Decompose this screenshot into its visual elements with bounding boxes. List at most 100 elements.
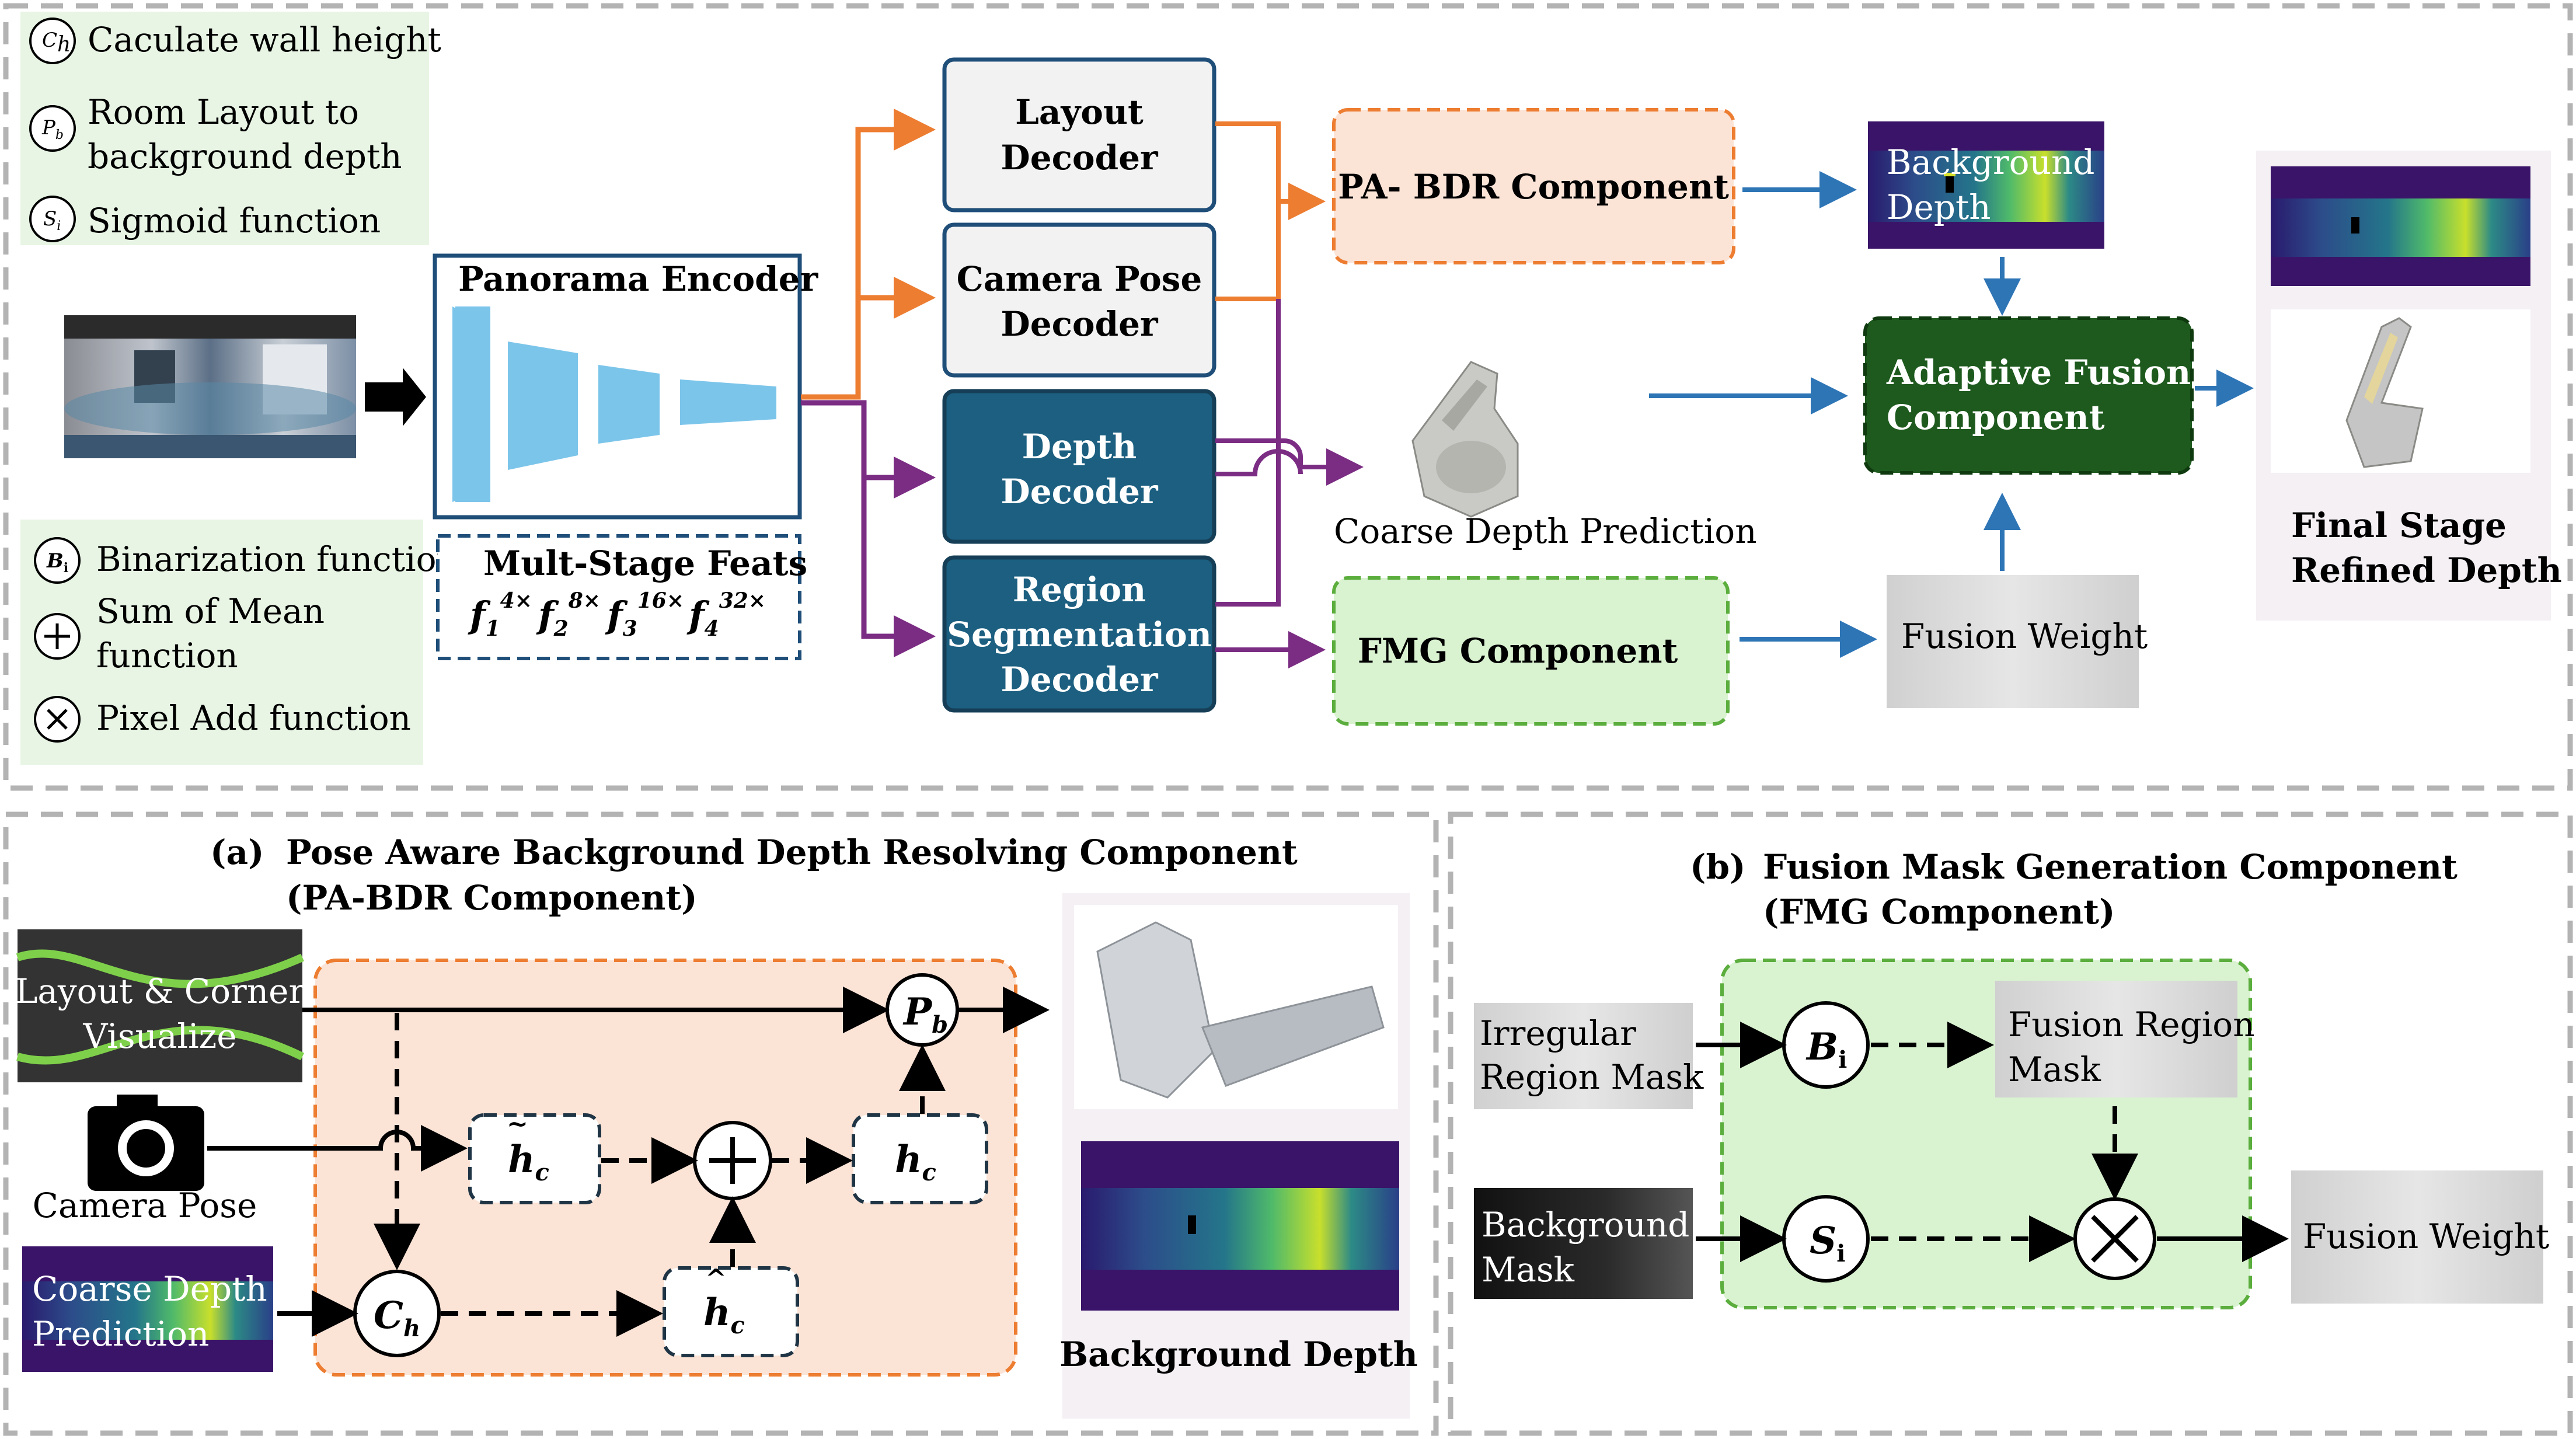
hhat-box: [663, 1266, 799, 1357]
legend-pb-label-2: background depth: [88, 137, 402, 176]
coarse-thumb-line2: Prediction: [32, 1314, 209, 1354]
panel-a-tag: (a): [210, 832, 264, 872]
encoder-trap-4: [680, 379, 776, 425]
htilde-box: [468, 1113, 601, 1204]
si-symbol-icon: [29, 196, 76, 242]
svg-text:^: ^: [705, 1264, 727, 1294]
orange-branch: [801, 109, 936, 400]
camera-icon: [88, 1095, 204, 1191]
background-depth-image: [1868, 121, 2104, 249]
legend-si-label: Sigmoid function: [88, 201, 381, 241]
panel-a-border: [3, 811, 1439, 1436]
adaptive-fusion-line1: Adaptive Fusion: [1886, 353, 2191, 392]
panel-b-title-1: Fusion Mask Generation Component: [1763, 847, 2458, 887]
depth-to-coarse-2: [1215, 449, 1303, 476]
top-panel-border: [3, 3, 2573, 791]
final-3d-image: [2271, 309, 2530, 473]
background-depth-label-2: Depth: [1887, 187, 1991, 227]
irregular-mask-image: [1474, 1003, 1693, 1109]
legend-ch-label: Caculate wall height: [88, 20, 441, 60]
layout-corner-line1: Layout & Corner: [15, 971, 305, 1011]
bg-3d-image: [1074, 905, 1398, 1109]
legend-bottom-bg: [20, 520, 423, 765]
region-decoder-box: [942, 555, 1216, 713]
fusion-region-mask-image: [1995, 981, 2237, 1097]
legend-bi: Bi Binarization function: [34, 537, 458, 584]
region-purple-up: [1215, 299, 1281, 607]
legend-bi-label: Binarization function: [96, 539, 458, 579]
pabdr-label: PA- BDR Component: [1338, 167, 1729, 207]
input-panorama-image: [64, 315, 356, 458]
feats-box: [436, 534, 801, 660]
panel-a-title-2: (PA-BDR Component): [286, 878, 698, 918]
hc-box: [852, 1113, 988, 1204]
coarse-depth-label: Coarse Depth Prediction: [1334, 511, 1757, 551]
final-stage-line2: Refined Depth: [2291, 550, 2562, 590]
fusion-region-line1: Fusion Region: [2008, 1005, 2255, 1044]
legend-sum: Sum of Mean function: [34, 591, 325, 675]
purple-branch: [801, 400, 936, 657]
depth-decoder-line2: Decoder: [1001, 472, 1159, 511]
background-mask-image: [1474, 1188, 1693, 1299]
coarse-thumb-line1: Coarse Depth: [32, 1269, 267, 1309]
adaptive-fusion-line2: Component: [1887, 398, 2105, 437]
legend-sum-label-2: function: [96, 636, 238, 675]
input-arrow: [365, 368, 426, 426]
legend-pb-label-1: Room Layout to: [88, 92, 359, 132]
fusion-region-line2: Mask: [2008, 1050, 2101, 1089]
coarse-depth-thumb: [22, 1246, 273, 1372]
layout-corner-image: [16, 929, 305, 1082]
adaptive-fusion-box: [1863, 316, 2194, 475]
region-decoder-line2: Segmentation: [947, 615, 1212, 654]
camera-pose-label: Camera Pose: [33, 1186, 257, 1225]
fusion-weight-b-image: [2291, 1170, 2543, 1304]
layout-corner-line2: Visualize: [82, 1016, 236, 1056]
encoder-trap-1: [452, 306, 490, 502]
fmg-box: [1332, 576, 1730, 726]
depth-decoder-box: [942, 389, 1216, 544]
panel-b-tag: (b): [1690, 847, 1745, 887]
legend-top-bg: [20, 12, 429, 245]
legend-pixel-add: Pixel Add function: [34, 696, 411, 743]
layout-to-pabdr: [1215, 121, 1281, 301]
camera-decoder-line2: Decoder: [1001, 304, 1159, 344]
encoder-title: Panorama Encoder: [458, 259, 819, 299]
legend-pb: Pb Room Layout to background depth: [29, 92, 402, 176]
camera-decoder-line1: Camera Pose: [957, 259, 1202, 299]
bg-depth-image: [1081, 1141, 1399, 1311]
camera-arrow: [207, 1125, 468, 1172]
encoder-trap-3: [598, 365, 660, 444]
final-stage-line1: Final Stage: [2291, 506, 2507, 545]
fusion-weight-label: Fusion Weight: [1901, 616, 2148, 656]
background-mask-line1: Background: [1482, 1205, 1689, 1245]
camera-decoder-box: [942, 222, 1216, 378]
background-mask-line2: Mask: [1482, 1250, 1575, 1290]
region-decoder-line3: Decoder: [1001, 660, 1159, 699]
feats-title: Mult-Stage Feats: [483, 543, 807, 583]
layout-decoder-box: [942, 57, 1216, 212]
layout-decoder-line1: Layout: [1015, 92, 1144, 132]
legend-pixel-add-label: Pixel Add function: [96, 698, 411, 738]
pabdr-box: [1332, 108, 1735, 264]
fusion-weight-b-label: Fusion Weight: [2303, 1217, 2549, 1256]
depth-to-coarse: [1215, 438, 1364, 486]
final-depth-image: [2271, 166, 2530, 286]
fmg-label: FMG Component: [1358, 631, 1678, 671]
svg-text:~: ~: [507, 1109, 528, 1139]
ch-symbol-icon: [29, 18, 76, 64]
svg-text:Si: Si: [43, 207, 61, 234]
bg-depth-caption: Background Depth: [1059, 1335, 1418, 1374]
irregular-mask-line2: Region Mask: [1480, 1057, 1704, 1097]
coarse-depth-3d-image: [1411, 361, 1519, 518]
background-depth-label-1: Background: [1887, 142, 2094, 182]
panel-b-border: [1448, 811, 2573, 1436]
legend-ch: Ch Caculate wall height: [29, 18, 441, 64]
irregular-mask-line1: Irregular: [1480, 1013, 1636, 1053]
fusion-weight-image: [1887, 575, 2139, 708]
layout-decoder-line2: Decoder: [1001, 138, 1159, 177]
panel-b-title-2: (FMG Component): [1763, 892, 2115, 932]
legend-si: Si Sigmoid function: [29, 196, 381, 242]
panel-a-title-1: Pose Aware Background Depth Resolving Co…: [286, 832, 1298, 872]
legend-sum-label-1: Sum of Mean: [96, 591, 325, 631]
